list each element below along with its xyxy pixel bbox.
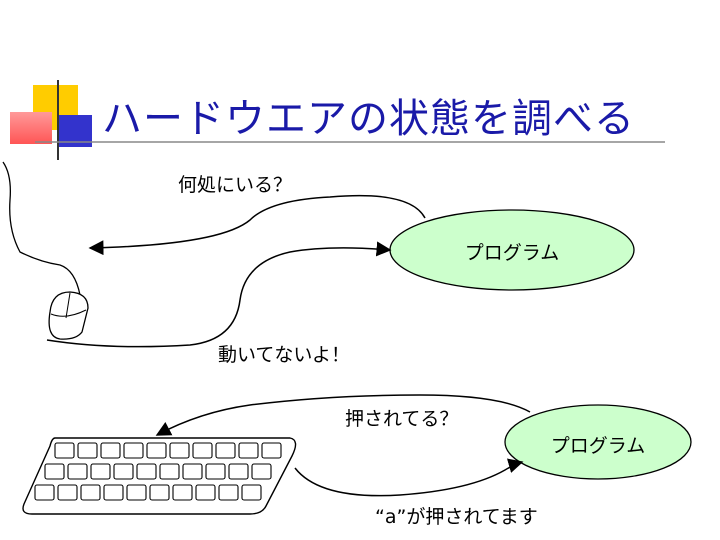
program-ellipse-2	[504, 404, 692, 480]
keyboard-key	[215, 442, 236, 459]
keyboard-key	[195, 484, 216, 501]
keyboard-key	[146, 442, 167, 459]
keyboard-key	[218, 484, 239, 501]
keyboard-key	[261, 442, 282, 459]
keyboard-key	[192, 442, 213, 459]
mouse-cable	[2, 161, 81, 296]
mouse-question-label: 何処にいる？	[178, 174, 293, 196]
keyboard-key	[44, 463, 65, 480]
keyboard-query-arrow	[155, 394, 531, 436]
keyboard-answer-label: “a”が押されてます	[375, 506, 538, 528]
keyboard-key	[103, 484, 124, 501]
keyboard-key	[228, 463, 249, 480]
keyboard-key	[126, 484, 147, 501]
keyboard-key	[241, 484, 262, 501]
keyboard-answer-arrow	[294, 458, 524, 497]
keyboard-key	[172, 484, 193, 501]
keyboard-key	[238, 442, 259, 459]
keyboard-key	[54, 442, 75, 459]
keyboard-key	[67, 463, 88, 480]
mouse-query-arrow	[88, 194, 426, 256]
keyboard-key	[100, 442, 121, 459]
page-title: ハードウエアの状態を調べる	[102, 96, 635, 142]
program-label-1: プログラム	[464, 242, 560, 264]
keyboard-key	[182, 463, 203, 480]
mouse-answer-label: 動いてないよ！	[218, 344, 351, 366]
keyboard-key	[77, 442, 98, 459]
keyboard-icon	[22, 437, 297, 515]
keyboard-question-label: 押されてる？	[345, 408, 459, 430]
keyboard-key	[169, 442, 190, 459]
keyboard-key	[57, 484, 78, 501]
keyboard-key	[80, 484, 101, 501]
keyboard-key	[205, 463, 226, 480]
keyboard-key	[123, 442, 144, 459]
deco-red-square	[10, 112, 52, 144]
program-label-2: プログラム	[550, 435, 646, 457]
keyboard-key	[251, 463, 272, 480]
keyboard-key	[149, 484, 170, 501]
keyboard-key	[113, 463, 134, 480]
keyboard-key	[34, 484, 55, 501]
keyboard-key	[136, 463, 157, 480]
keyboard-key	[159, 463, 180, 480]
mouse-answer-arrow	[46, 241, 392, 348]
keyboard-key	[90, 463, 111, 480]
mouse-icon	[48, 291, 89, 340]
